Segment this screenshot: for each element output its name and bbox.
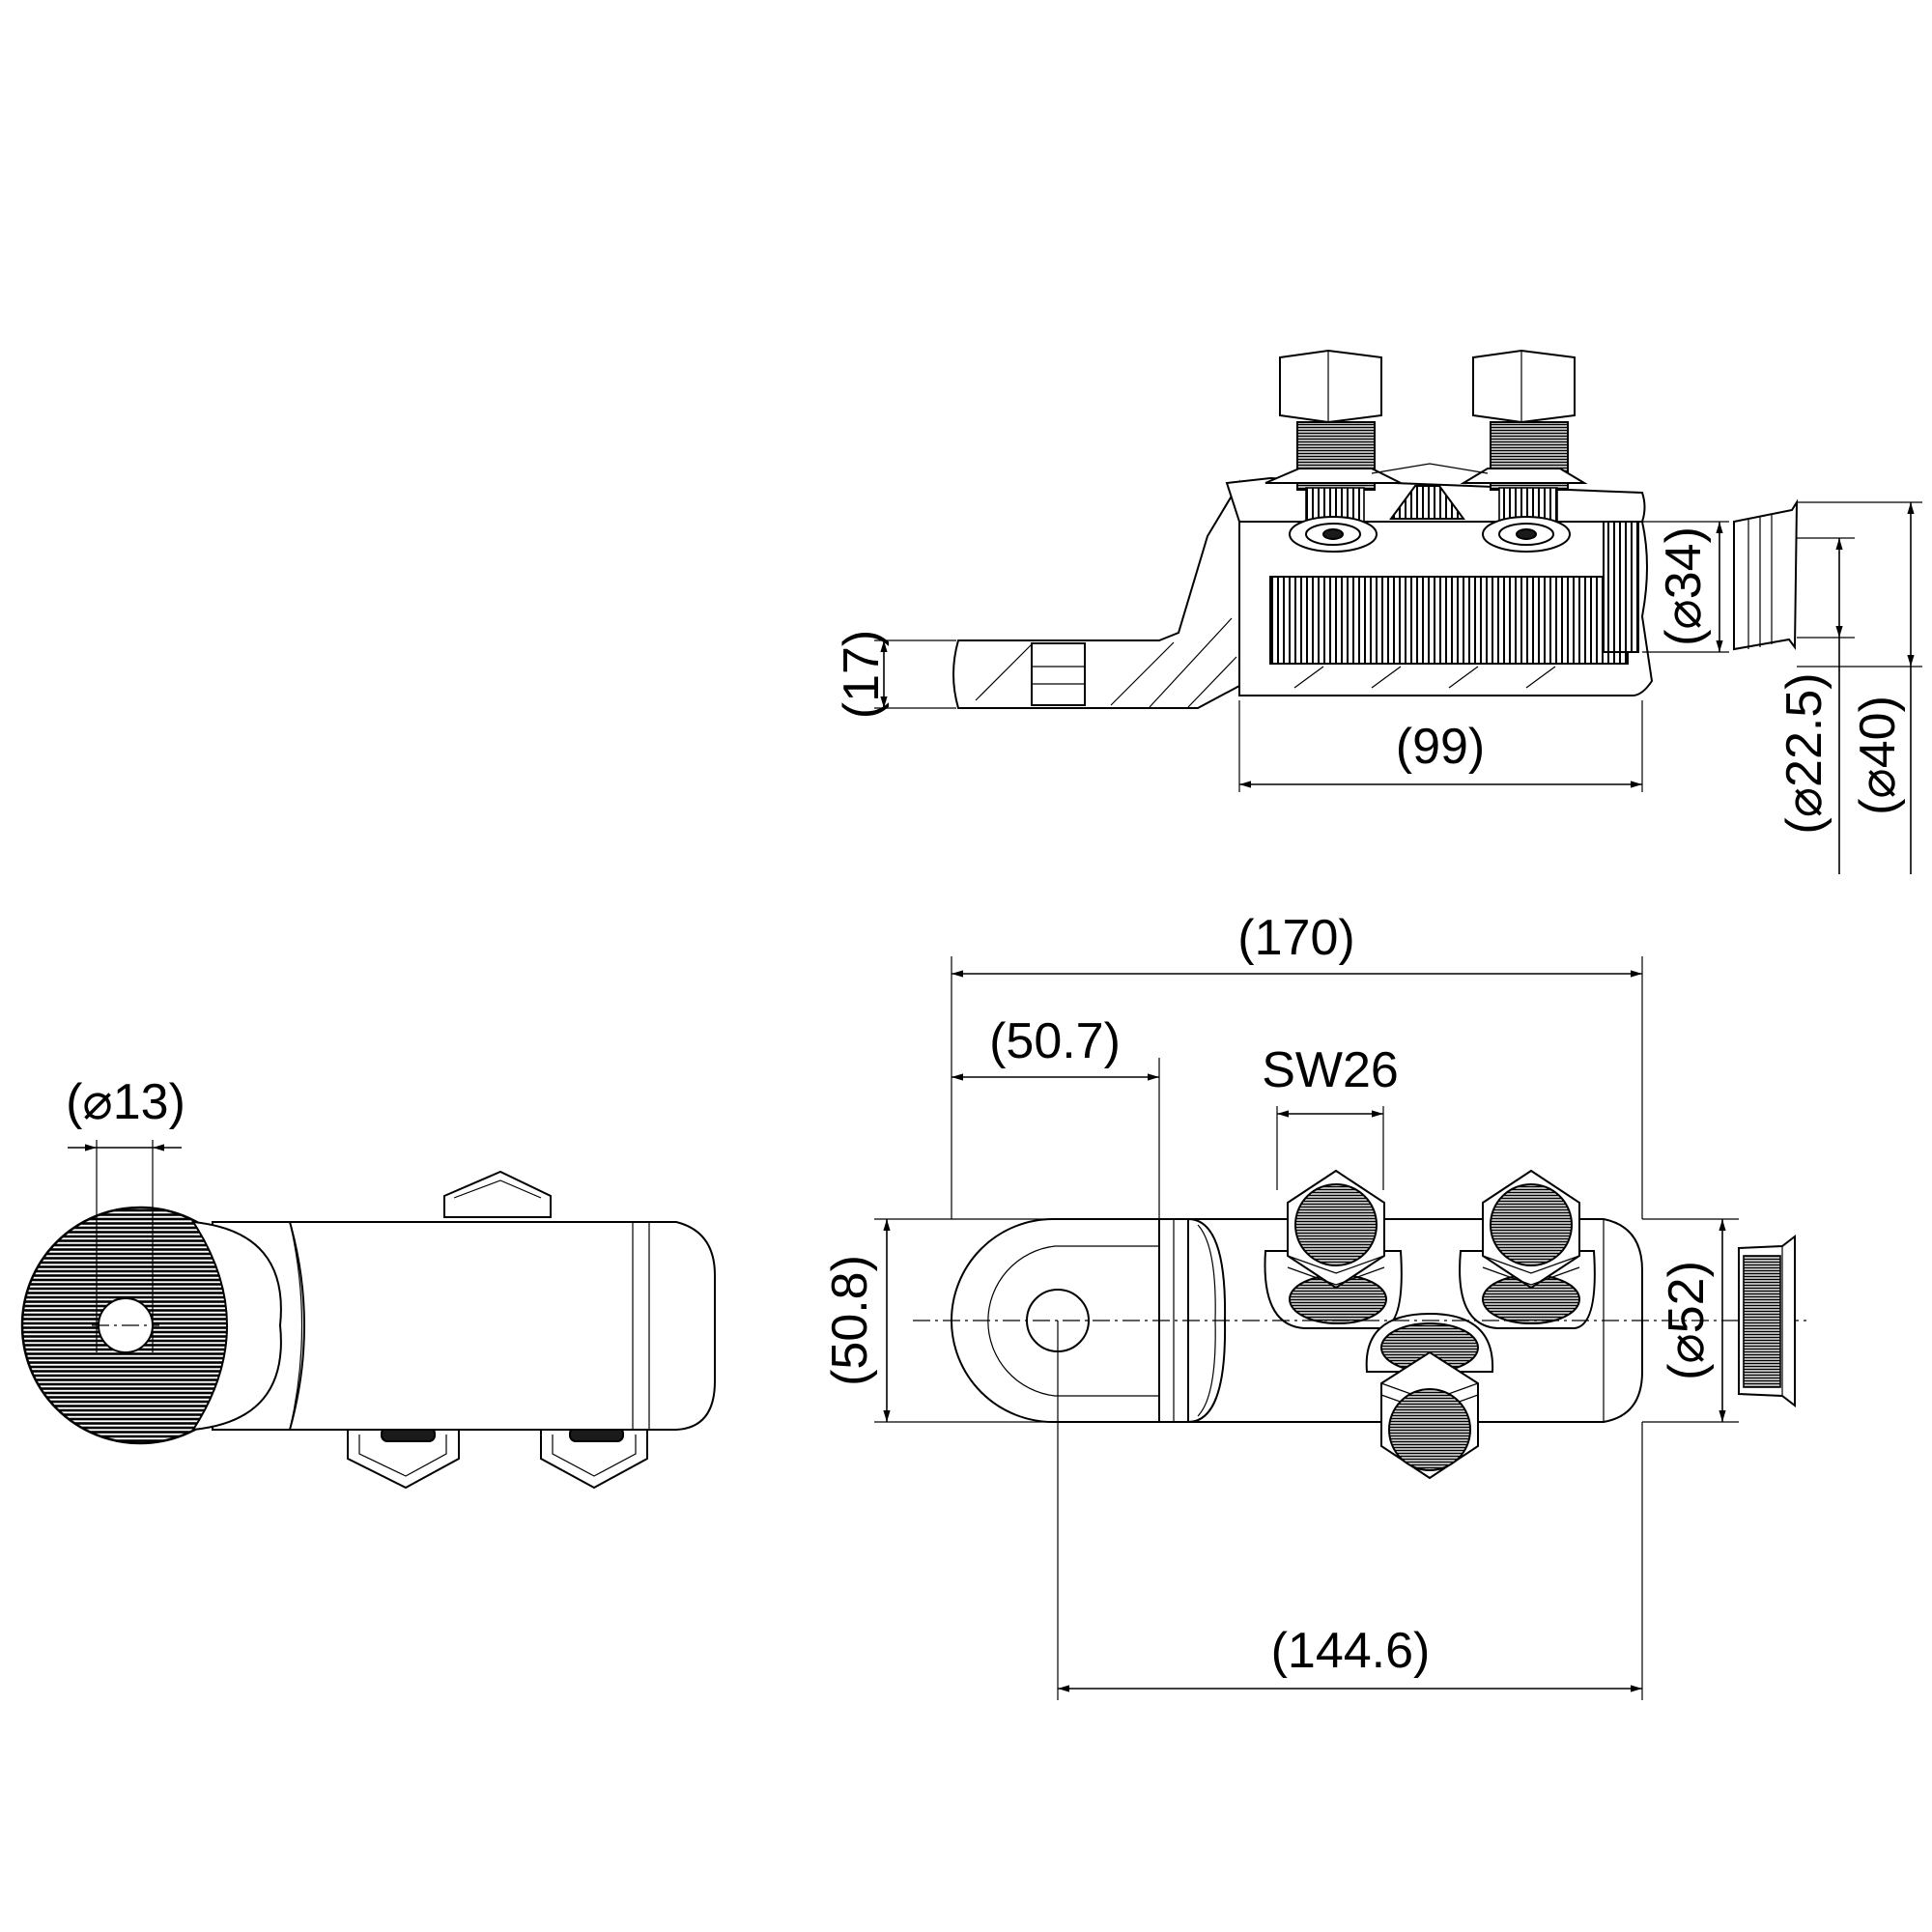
side-view xyxy=(952,349,1799,709)
dim-thickness: (17) xyxy=(834,630,890,719)
side-view-bolt-left xyxy=(1264,349,1402,553)
dim-inner-diameter: (⌀22.5) xyxy=(1776,672,1833,834)
dim-palm-length: (50.7) xyxy=(989,1013,1121,1069)
dim-overall-length: (170) xyxy=(1237,910,1354,966)
dim-hole-diameter: (⌀13) xyxy=(66,1074,185,1130)
top-view-bolt-right xyxy=(1459,1169,1596,1329)
dim-hole-to-end: (144.6) xyxy=(1271,1623,1431,1679)
top-view-bolt-left xyxy=(1264,1169,1403,1329)
end-view xyxy=(20,1140,716,1490)
end-view-dimensions: (⌀13) xyxy=(66,1074,185,1151)
side-view-insert xyxy=(1733,498,1799,651)
top-view xyxy=(913,1169,1811,1700)
end-view-bolt-top xyxy=(443,1170,552,1218)
side-view-palm-hatch xyxy=(975,617,1237,708)
top-view-dimensions: (170) (50.7) SW26 (50.8) (⌀52) (144.6) xyxy=(822,910,1739,1700)
dim-width: (50.8) xyxy=(822,1255,878,1386)
side-view-middle-bolt xyxy=(1389,485,1465,520)
side-view-palm-hole xyxy=(1031,642,1086,706)
dim-wrench-size: SW26 xyxy=(1262,1042,1399,1098)
dim-body-length: (99) xyxy=(1396,719,1485,775)
side-view-dimensions: (17) (99) (⌀34) (⌀22.5) (⌀40) xyxy=(834,501,1922,874)
end-view-body xyxy=(212,1221,716,1431)
side-view-palm xyxy=(952,479,1240,709)
side-view-end-thread xyxy=(1603,521,1639,653)
top-view-bolt-center xyxy=(1365,1312,1494,1480)
dim-insert-diameter: (⌀40) xyxy=(1850,696,1906,815)
side-view-bolt-right xyxy=(1460,349,1588,553)
end-view-bolt-bottom-right xyxy=(540,1427,648,1490)
end-view-bolt-bottom-left xyxy=(347,1427,460,1490)
dim-body-diameter: (⌀52) xyxy=(1659,1261,1715,1380)
side-view-ribs xyxy=(1269,576,1629,665)
dim-outer-diameter: (⌀34) xyxy=(1656,526,1712,646)
